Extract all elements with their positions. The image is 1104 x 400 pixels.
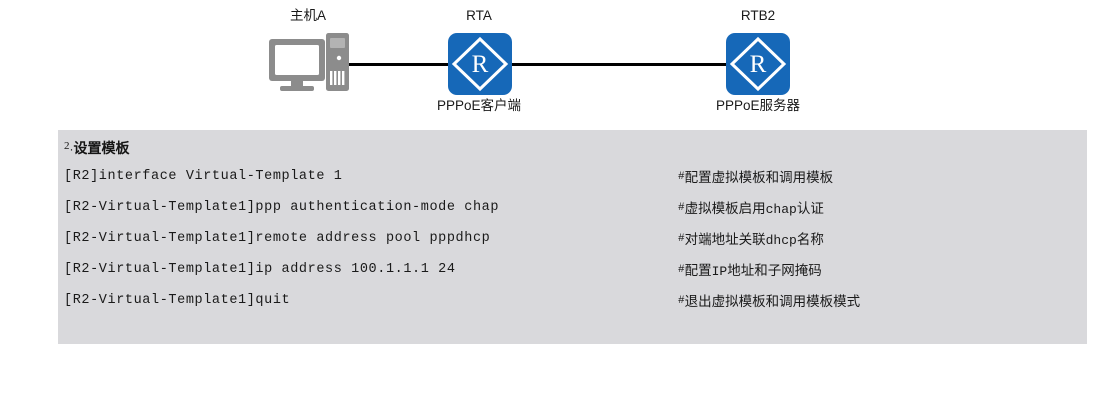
svg-text:R: R — [472, 51, 489, 78]
node-role-label-rtb2: PPPoE服务器 — [715, 98, 801, 113]
comment-body-mono: IP — [711, 264, 728, 279]
comment-body: 配置虚拟模板和调用模板 — [684, 170, 834, 185]
svg-text:R: R — [750, 51, 767, 78]
comment-body-post: 地址和子网掩码 — [727, 263, 822, 278]
comment-text: #虚拟模板启用chap认证 — [678, 197, 824, 221]
step-heading-text: 设置模板 — [73, 140, 130, 156]
hash-marker: # — [678, 264, 685, 276]
config-line: [R2-Virtual-Template1]quit #退出虚拟模板和调用模板模… — [64, 290, 1081, 321]
hash-marker: # — [678, 233, 685, 245]
command-text: [R2-Virtual-Template1]ppp authentication… — [64, 200, 500, 215]
command-text: [R2-Virtual-Template1]ip address 100.1.1… — [64, 262, 456, 277]
step-separator: · — [69, 142, 74, 156]
link-host-a-to-rta — [345, 63, 450, 66]
link-rta-to-rtb2 — [512, 63, 727, 66]
router-icon-rta: R — [448, 33, 512, 95]
comment-body-post: 认证 — [796, 201, 824, 216]
config-section-heading: 2·设置模板 — [64, 138, 130, 158]
node-role-label-rta: PPPoE客户端 — [436, 98, 522, 113]
comment-text: #配置IP地址和子网掩码 — [678, 259, 822, 283]
step-number: 2 — [64, 140, 70, 152]
config-code-panel: 2·设置模板 [R2]interface Virtual-Template 1 … — [58, 130, 1087, 344]
desktop-pc-icon — [268, 33, 350, 95]
hash-marker: # — [678, 295, 685, 307]
config-line: [R2-Virtual-Template1]ip address 100.1.1… — [64, 259, 1081, 290]
command-text: [R2-Virtual-Template1]quit — [64, 293, 291, 308]
config-command-list: [R2]interface Virtual-Template 1 #配置虚拟模板… — [64, 166, 1081, 321]
config-line: [R2]interface Virtual-Template 1 #配置虚拟模板… — [64, 166, 1081, 197]
node-label-host-a: 主机A — [289, 8, 326, 23]
command-text: [R2]interface Virtual-Template 1 — [64, 169, 343, 184]
comment-text: #退出虚拟模板和调用模板模式 — [678, 290, 860, 313]
comment-body-post: 名称 — [796, 232, 824, 247]
comment-body-pre: 虚拟模板启用 — [684, 201, 766, 216]
comment-body: 退出虚拟模板和调用模板模式 — [684, 294, 861, 309]
comment-body-mono: dhcp — [765, 233, 797, 248]
comment-text: #配置虚拟模板和调用模板 — [678, 166, 833, 189]
comment-body-pre: 配置 — [684, 263, 712, 278]
config-line: [R2-Virtual-Template1]ppp authentication… — [64, 197, 1081, 228]
router-icon-rtb2: R — [726, 33, 790, 95]
hash-marker: # — [678, 202, 685, 214]
network-topology-diagram: 主机A RTA R PPPoE客户端 RTB2 — [0, 0, 1104, 125]
config-line: [R2-Virtual-Template1]remote address poo… — [64, 228, 1081, 259]
node-label-rtb2: RTB2 — [740, 8, 776, 23]
comment-body-pre: 对端地址关联 — [684, 232, 766, 247]
comment-body-mono: chap — [765, 202, 797, 217]
node-label-rta: RTA — [466, 8, 492, 23]
command-text: [R2-Virtual-Template1]remote address poo… — [64, 231, 491, 246]
hash-marker: # — [678, 171, 685, 183]
comment-text: #对端地址关联dhcp名称 — [678, 228, 824, 252]
